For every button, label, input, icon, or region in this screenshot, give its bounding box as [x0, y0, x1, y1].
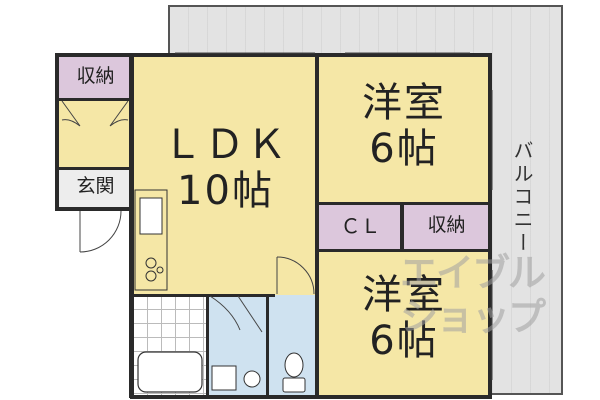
- ldk-label: ＬＤＫ 10帖: [133, 122, 318, 214]
- balcony-label: バルコニー: [510, 140, 534, 255]
- bathtub-icon: [137, 351, 203, 393]
- storage-left: [58, 57, 133, 99]
- storage-right-label: 収納: [427, 214, 466, 236]
- kitchen-counter: [134, 189, 168, 291]
- western-room-upper-name: 洋室: [362, 80, 446, 126]
- wall: [266, 294, 269, 398]
- closet-label: ＣＬ: [340, 214, 381, 238]
- western-room-lower-size: 6帖: [369, 318, 439, 364]
- western-room-upper-size: 6帖: [369, 126, 439, 172]
- wall: [55, 53, 133, 57]
- ldk-room: [133, 57, 318, 295]
- western-room-upper-label: 洋室 6帖: [318, 80, 490, 172]
- wall: [55, 207, 133, 211]
- entrance-door-swing: [79, 210, 122, 253]
- storage-door-swing: [61, 100, 129, 127]
- wall: [206, 294, 209, 398]
- wall: [55, 167, 133, 170]
- ldk-door-swing: [276, 256, 315, 295]
- storage-right: [403, 204, 490, 250]
- western-room-lower-label: 洋室 6帖: [318, 272, 490, 364]
- window: [175, 52, 493, 380]
- storage-left-label: 収納: [76, 65, 115, 87]
- wall: [130, 395, 492, 399]
- watermark: エイブル ショップ: [400, 251, 546, 339]
- wall: [315, 53, 319, 398]
- wash-basin-icon: [243, 370, 261, 388]
- entrance-floor: [58, 169, 133, 209]
- ldk-name: ＬＤＫ: [162, 122, 289, 168]
- watermark-line2: ショップ: [400, 295, 546, 339]
- wall: [130, 53, 492, 57]
- ldk-size: 10帖: [177, 168, 274, 214]
- wall: [129, 53, 134, 398]
- western-room-upper: [318, 57, 490, 204]
- western-room-lower-name: 洋室: [362, 272, 446, 318]
- bath-door-swing: [209, 295, 263, 333]
- western-room-lower: [318, 250, 490, 395]
- stove-icon: [145, 257, 164, 282]
- wall: [55, 53, 59, 211]
- wall: [488, 53, 492, 398]
- wall: [130, 294, 275, 297]
- wall: [55, 98, 133, 101]
- washing-machine-area: [211, 365, 237, 391]
- toilet-icon: [282, 352, 306, 393]
- kitchen-sink: [139, 197, 163, 235]
- watermark-line1: エイブル: [400, 251, 546, 295]
- closet-cl: [318, 204, 403, 250]
- entrance-label: 玄関: [76, 175, 115, 197]
- wall: [400, 202, 404, 252]
